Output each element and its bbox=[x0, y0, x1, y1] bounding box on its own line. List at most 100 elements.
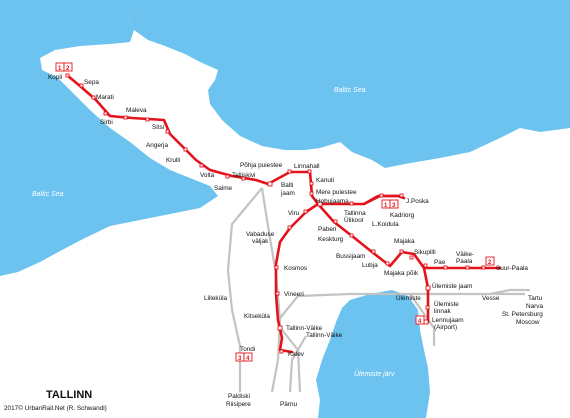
badge-jposka: 1 3 bbox=[381, 199, 399, 209]
label-riisipere: Riisipere bbox=[226, 401, 251, 408]
label-angerja: Angerja bbox=[146, 142, 168, 149]
label-lennujaam2: (Airport) bbox=[434, 324, 457, 331]
label-krulli: Krulli bbox=[166, 157, 180, 164]
stop-sirbi bbox=[103, 111, 108, 116]
svg-text:4: 4 bbox=[246, 356, 250, 362]
stop-keskturg bbox=[349, 233, 354, 238]
stop-majaka-poik bbox=[409, 255, 414, 260]
stop-majaka bbox=[399, 249, 404, 254]
stops bbox=[65, 73, 486, 354]
label-bussijaam: Bussijaam bbox=[336, 253, 365, 260]
label-viru: Viru bbox=[288, 210, 300, 217]
label-tondi: Tondi bbox=[240, 346, 255, 353]
label-ylemiste-linnak: Ülemiste bbox=[434, 300, 459, 308]
label-narva: Narva bbox=[526, 303, 543, 310]
stop-vineeri bbox=[275, 291, 280, 296]
label-sitsi: Sitsi bbox=[152, 124, 164, 131]
label-kitsekyla: Kitseküla bbox=[244, 313, 270, 320]
badge-tondi: 3 4 bbox=[235, 352, 253, 362]
svg-text:2: 2 bbox=[488, 260, 492, 266]
station-labels: Kopli Sepa Marati Sirbi Maleva Sitsi Ang… bbox=[48, 74, 543, 408]
stop-angerja bbox=[165, 129, 170, 134]
stop-kosmos bbox=[274, 265, 279, 270]
stop-paberi bbox=[333, 219, 338, 224]
sea-northeast bbox=[128, 0, 570, 168]
stop-lkoidula bbox=[379, 193, 384, 198]
lake-ulemiste bbox=[316, 290, 430, 418]
stop-kalev bbox=[279, 349, 284, 354]
label-tallinna-ylikool: Tallinna bbox=[344, 210, 366, 217]
label-lkoidula: L.Koidula bbox=[372, 221, 399, 228]
sea-label-northeast: Baltic Sea bbox=[334, 87, 366, 94]
stop-marati bbox=[91, 95, 96, 100]
label-lillekyla: Lilleküla bbox=[204, 295, 228, 302]
stop-jposka bbox=[399, 193, 404, 198]
label-moscow: Moscow bbox=[516, 319, 540, 326]
stop-telliskivi bbox=[241, 176, 246, 181]
stop-balti-jaam bbox=[267, 181, 273, 187]
stop-salme bbox=[225, 174, 230, 179]
stop-pae bbox=[443, 265, 448, 270]
stop-linnahall bbox=[307, 169, 312, 174]
badge-lennujaam: 4 bbox=[415, 315, 425, 325]
label-parnu: Pärnu bbox=[280, 401, 297, 408]
label-keskturg: Keskturg bbox=[318, 236, 344, 243]
label-paldiski: Paldiski bbox=[228, 393, 250, 400]
label-salme: Salme bbox=[214, 185, 233, 192]
stop-ylemiste-jaam bbox=[425, 285, 431, 291]
label-kanuti: Kanuti bbox=[316, 177, 334, 184]
label-kalev: Kalev bbox=[288, 351, 305, 358]
label-vabaduse: Vabaduse bbox=[246, 231, 275, 238]
label-kadriorg: Kadriorg bbox=[390, 212, 415, 219]
label-lubja: Lubja bbox=[362, 262, 378, 269]
stop-sepa bbox=[79, 83, 84, 88]
rail-parnu bbox=[288, 335, 307, 393]
stop-krulli bbox=[183, 147, 188, 152]
badge-kopli: 1 2 bbox=[55, 62, 73, 72]
label-sepa: Sepa bbox=[84, 79, 99, 86]
label-marati: Marati bbox=[96, 94, 114, 101]
label-majaka: Majaka bbox=[394, 238, 415, 245]
badge-suur-paala: 2 bbox=[485, 256, 495, 266]
label-balti-jaam: Balti bbox=[281, 182, 293, 189]
label-tallinn-valke2: Tallinn-Väike bbox=[306, 332, 343, 339]
rail-center-south bbox=[260, 187, 282, 393]
stop-lennujaam bbox=[423, 319, 429, 325]
lake-label: Ülemiste järv bbox=[354, 370, 395, 378]
sea-west bbox=[0, 0, 218, 276]
stop-bussijaam bbox=[371, 249, 376, 254]
label-ylemiste: Ülemiste bbox=[396, 294, 421, 302]
stop-kanuti bbox=[309, 181, 314, 186]
rail-airport bbox=[409, 293, 436, 346]
label-majaka-poik: Majaka põik bbox=[384, 270, 419, 277]
map-credit: 2017© UrbanRail.Net (R. Schwandl) bbox=[4, 404, 107, 412]
label-mere: Mere puiestee bbox=[316, 189, 357, 196]
stop-sikupilli bbox=[423, 263, 428, 268]
stop-sitsi bbox=[145, 117, 150, 122]
label-sikupilli: Sikupilli bbox=[414, 249, 436, 256]
label-sirbi: Sirbi bbox=[100, 119, 113, 126]
stop-tallinna-ylikool bbox=[349, 201, 354, 206]
label-valke-paala2: Paala bbox=[456, 258, 473, 265]
svg-text:1: 1 bbox=[384, 203, 388, 209]
svg-text:3: 3 bbox=[392, 203, 396, 209]
line-badges: 1 2 1 3 2 4 3 4 bbox=[55, 62, 495, 362]
label-tartu: Tartu bbox=[528, 295, 543, 302]
label-ylemiste-jaam: Ülemiste jaam bbox=[432, 282, 473, 290]
stop-volta bbox=[199, 163, 204, 168]
stop-hobujaama bbox=[317, 201, 323, 207]
svg-text:3: 3 bbox=[238, 356, 242, 362]
label-hobujaama: Hobujaama bbox=[316, 198, 349, 205]
label-tallinn-valke: Tallinn-Väike bbox=[286, 325, 323, 332]
label-pae: Pae bbox=[434, 259, 446, 266]
stop-vabaduse bbox=[287, 225, 292, 230]
tram-line-south bbox=[274, 202, 320, 354]
map-title: TALLINN bbox=[46, 389, 92, 401]
label-balti-jaam2: jaam bbox=[280, 190, 295, 197]
label-tallinna-ylikool2: Ülikool bbox=[344, 216, 363, 224]
label-paberi: Paberi bbox=[318, 226, 336, 233]
label-maleva: Maleva bbox=[126, 107, 147, 114]
stop-ylemiste-linnak bbox=[425, 305, 430, 310]
